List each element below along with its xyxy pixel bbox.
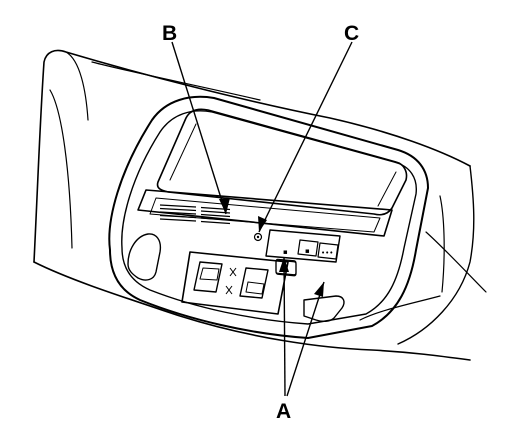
arrowhead-c (258, 216, 267, 232)
headliner (33, 49, 471, 361)
arrowhead-b (219, 198, 230, 214)
indicator-sensor (253, 232, 263, 242)
switch-center[interactable]: ▪ (297, 239, 319, 257)
leader-a1 (283, 256, 286, 397)
callout-b: B (162, 22, 177, 45)
console-housing (108, 95, 429, 339)
switch-right[interactable]: ••• (317, 242, 339, 260)
arrowhead-a1 (279, 257, 289, 272)
left-lens (127, 233, 162, 281)
leader-arrowheads (219, 198, 324, 297)
sunglasses-holder (156, 108, 408, 216)
leader-lines (171, 41, 353, 397)
switch-left-glyph: ▪ (283, 248, 288, 256)
right-lens (303, 295, 345, 323)
leader-c (258, 41, 353, 233)
switch-right-glyph: ••• (321, 249, 333, 257)
callout-c: C (344, 22, 359, 45)
windshield-pillar (359, 165, 487, 345)
rocker-switches[interactable] (181, 251, 289, 315)
leader-b (171, 41, 227, 215)
leader-a2 (286, 281, 325, 397)
microphone-grille (159, 204, 231, 225)
map-light-strip (137, 189, 393, 237)
callout-a: A (276, 400, 291, 423)
arrowhead-a2 (314, 282, 324, 297)
switch-center-glyph: ▪ (305, 247, 310, 255)
